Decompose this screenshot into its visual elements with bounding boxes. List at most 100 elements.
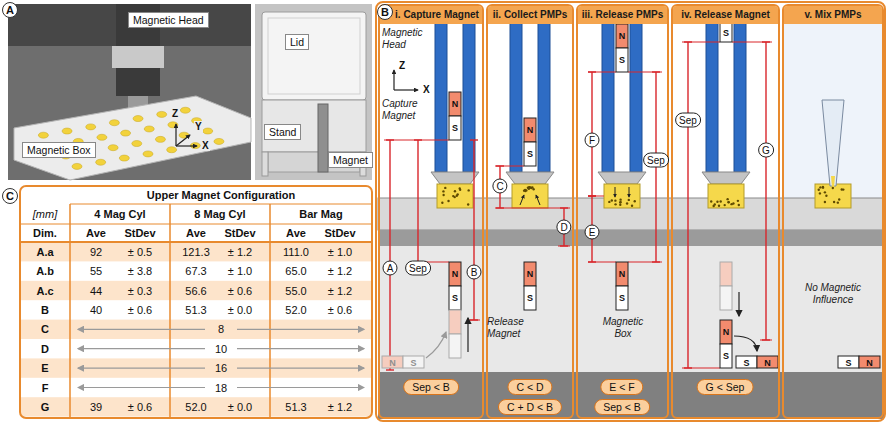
table-cell: 39 xyxy=(90,400,102,413)
table-cell: C xyxy=(41,323,49,336)
part-label: Magnetic Box xyxy=(596,316,650,340)
part-label: Stand xyxy=(264,124,301,140)
well-yellow xyxy=(132,141,142,147)
part-label: Release Magnet xyxy=(487,316,545,340)
pmp-particle xyxy=(819,192,821,194)
part-label: No Magnetic Influence xyxy=(793,282,873,306)
table-cell: 16 xyxy=(215,362,227,375)
well xyxy=(512,184,548,208)
pmp-particle xyxy=(467,189,469,191)
reference-line xyxy=(588,262,616,263)
dimension-tick xyxy=(588,71,596,72)
node-text: G < Sep xyxy=(706,381,745,393)
panel-letter: A xyxy=(2,2,18,18)
reference-line xyxy=(588,196,604,197)
dimension-tick xyxy=(652,261,660,262)
dimension-tick xyxy=(560,207,568,208)
pmp-particle xyxy=(822,186,824,188)
head-bar xyxy=(602,22,614,172)
table-cell: ± 0.0 xyxy=(228,400,252,413)
axis-label: Y xyxy=(194,121,203,132)
table-cell: Bar Mag xyxy=(299,208,342,221)
table-cell: E xyxy=(41,362,48,375)
table-cell: ± 1.2 xyxy=(328,265,352,278)
table-cell: 44 xyxy=(90,284,102,297)
magnet-south xyxy=(403,356,424,368)
mix-area xyxy=(782,22,884,200)
magnet-north xyxy=(449,310,461,334)
pmp-particle xyxy=(738,204,740,206)
head-bar xyxy=(463,22,475,172)
table-cell: D xyxy=(41,342,49,355)
table-cell: A.c xyxy=(36,284,53,297)
motion-arrow xyxy=(536,195,540,205)
axis-label: Z xyxy=(399,60,405,71)
table-rule xyxy=(69,204,71,418)
dimension-tick xyxy=(588,261,596,262)
pmp-particle xyxy=(614,199,616,201)
pmp-particle xyxy=(822,186,824,188)
box-lid xyxy=(378,230,884,246)
stand-leg xyxy=(262,152,268,176)
pmp-particle xyxy=(619,201,621,203)
table-cell: 52.0 xyxy=(185,400,206,413)
node-text: E xyxy=(589,226,596,238)
pole-letter: N xyxy=(527,270,534,279)
pmp-particle xyxy=(824,191,826,193)
node-text: C xyxy=(496,180,503,192)
table-cell: ± 3.8 xyxy=(128,265,152,278)
table-cell: 65.0 xyxy=(285,265,306,278)
table-cell: 111.0 xyxy=(283,245,309,258)
table-cell: 56.6 xyxy=(185,284,206,297)
axis-label: X xyxy=(423,84,430,95)
pmp-particle xyxy=(631,205,633,207)
table-cell: ± 0.0 xyxy=(228,303,252,316)
pmp-particle xyxy=(818,189,820,191)
well-yellow xyxy=(109,120,119,126)
pole-letter: N xyxy=(723,328,730,337)
table-cell: F xyxy=(42,381,49,394)
head-tip xyxy=(702,172,750,184)
pmp-particle xyxy=(454,190,456,192)
table-frame xyxy=(20,186,372,418)
motion-arrow xyxy=(629,187,630,197)
pmp-particle xyxy=(833,201,835,203)
table-cell: 40 xyxy=(90,303,102,316)
magnet-bar xyxy=(318,104,328,172)
head-bar xyxy=(630,22,642,172)
pmp-particle xyxy=(619,201,621,203)
span-arrow xyxy=(237,329,364,330)
dimension-tick xyxy=(588,195,596,196)
pmp-particle xyxy=(710,200,712,202)
head-bar xyxy=(435,22,447,172)
reference-line xyxy=(558,246,570,247)
motion-arrow xyxy=(520,195,524,205)
condition-pill: E < F xyxy=(600,379,643,395)
move-arrow xyxy=(738,292,739,316)
well xyxy=(604,184,640,208)
table-cell: [mm] xyxy=(33,208,57,221)
table-cell: 18 xyxy=(215,381,227,394)
dimension-label: F xyxy=(585,133,600,148)
pmp-particle xyxy=(716,201,718,203)
move-arrow xyxy=(426,332,446,358)
span-arrow xyxy=(78,387,205,388)
reference-line xyxy=(588,72,616,73)
condition-pill: Sep < B xyxy=(403,379,459,395)
node-text: F xyxy=(589,134,595,146)
pmp-particle xyxy=(619,204,621,206)
table-cell: ± 0.3 xyxy=(128,284,152,297)
magnet-south xyxy=(720,344,732,368)
dimension-tick xyxy=(496,207,504,208)
table-cell: ± 0.6 xyxy=(328,303,352,316)
reference-line xyxy=(682,368,720,369)
node-text: A xyxy=(6,5,14,16)
well xyxy=(708,184,744,208)
head-bar xyxy=(510,22,522,172)
table-cell: 55 xyxy=(90,265,102,278)
pole-letter: N xyxy=(527,126,534,135)
pmp-particle xyxy=(819,186,821,188)
well-yellow xyxy=(121,130,131,136)
pole-letter: N xyxy=(866,358,873,367)
